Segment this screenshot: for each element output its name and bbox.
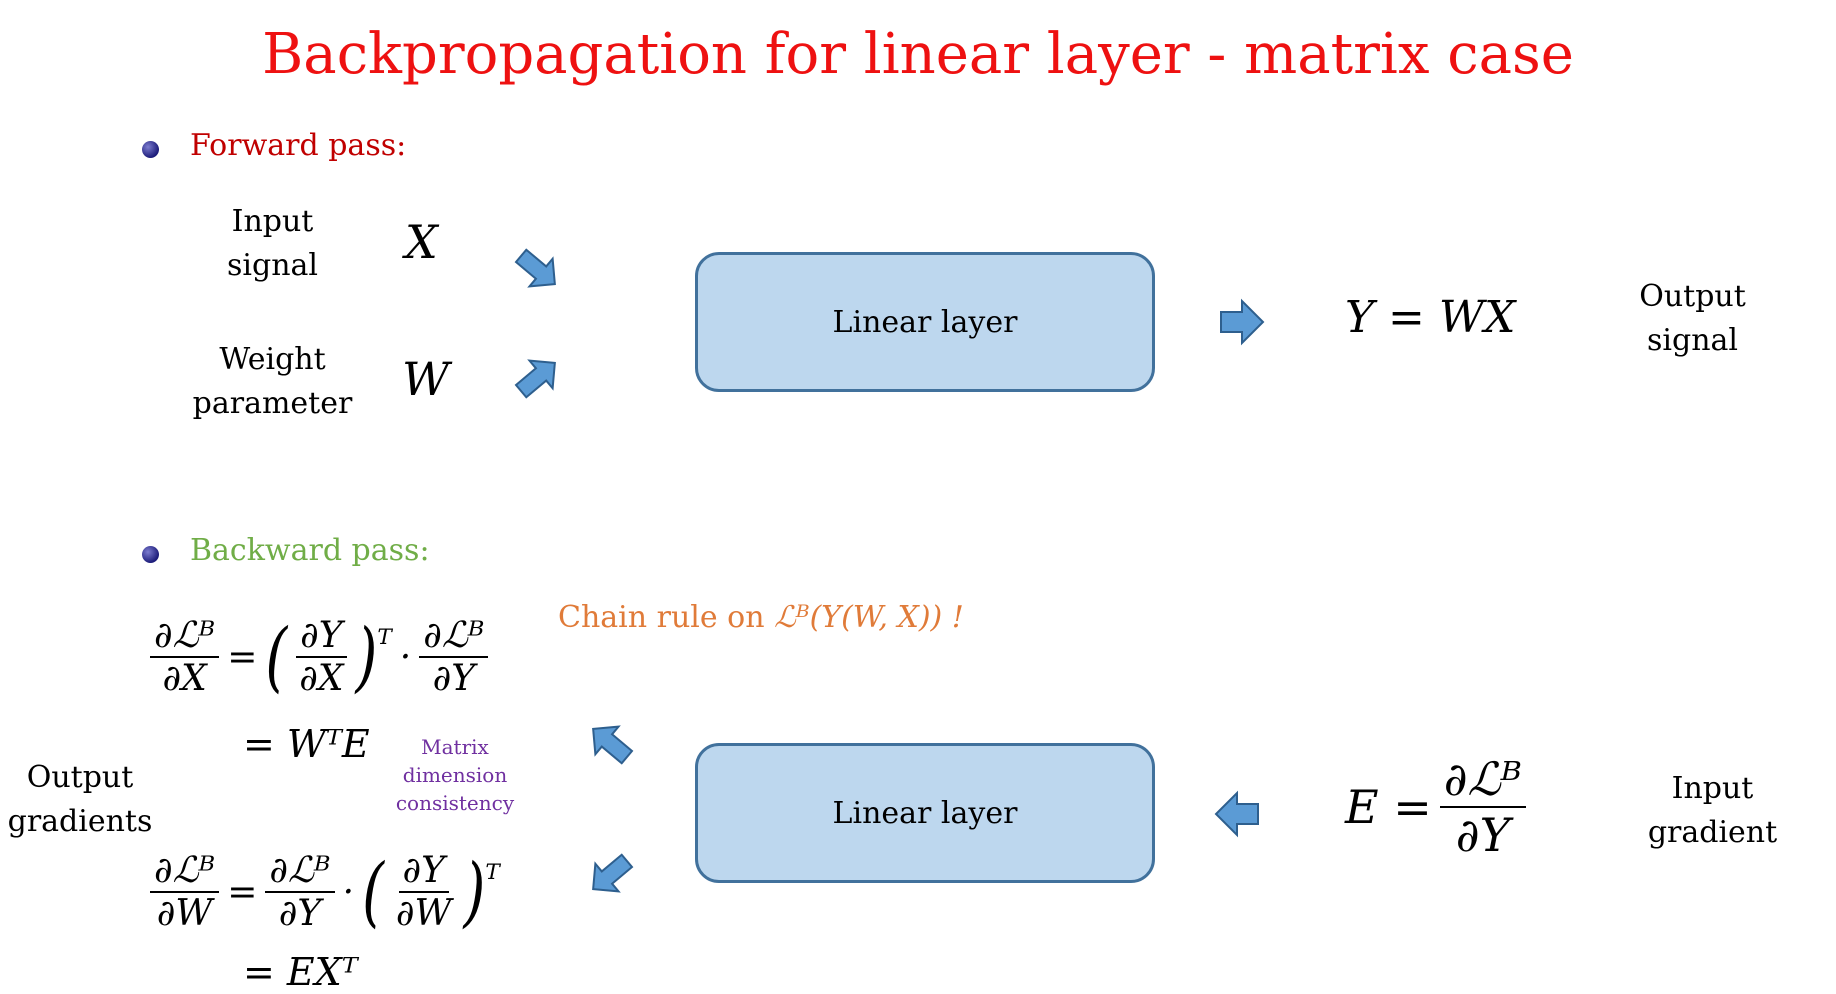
input-signal-label-line2: signal: [227, 248, 318, 283]
gradient-x-equation: ∂ℒᴮ ∂X = ( ∂Y ∂X )T · ∂ℒᴮ ∂Y: [150, 613, 489, 701]
weight-parameter-label-line1: Weight: [219, 342, 326, 377]
weight-parameter-label-line2: parameter: [192, 386, 353, 421]
input-gradient-lhs: E =: [1345, 780, 1432, 834]
output-gradients-label-line2: gradients: [7, 804, 153, 839]
slide-title: Backpropagation for linear layer - matri…: [262, 22, 1574, 87]
gradient-x-arrow-icon: [592, 725, 634, 765]
gradient-x-result: = WᵀE: [243, 722, 370, 766]
output-signal-label: Output signal: [1605, 275, 1780, 363]
input-gradient-label: Input gradient: [1625, 767, 1800, 855]
input-gradient-arrow-icon: [1214, 790, 1259, 838]
gradient-w-result: = EXᵀ: [243, 950, 358, 994]
gradient-w-equation: ∂ℒᴮ ∂W = ∂ℒᴮ ∂Y · ( ∂Y ∂W )T: [150, 848, 500, 936]
input-gradient-equation: E = ∂ℒᴮ ∂Y: [1345, 752, 1526, 862]
forward-bullet: [142, 141, 159, 158]
output-arrow-icon: [1220, 298, 1265, 346]
weight-arrow-icon: [514, 359, 556, 399]
output-equation: Y = WX: [1345, 292, 1516, 343]
backward-linear-layer-box: Linear layer: [695, 743, 1155, 883]
weight-parameter-label: Weight parameter: [180, 338, 365, 426]
note-line3: consistency: [395, 791, 515, 815]
forward-linear-layer-box: Linear layer: [695, 252, 1155, 392]
chain-rule-expression: ℒᴮ(Y(W, X)) !: [774, 600, 964, 635]
input-gradient-label-line1: Input: [1671, 771, 1754, 806]
eq2-lhs-fraction: ∂ℒᴮ ∂W: [150, 850, 220, 934]
chain-rule-note: Chain rule on ℒᴮ(Y(W, X)) !: [558, 600, 964, 635]
note-line1: Matrix: [421, 735, 489, 759]
eq1-rhs-a-fraction: ∂Y ∂X: [295, 615, 347, 699]
output-gradients-label-line1: Output: [26, 760, 134, 795]
note-line2: dimension: [402, 763, 508, 787]
backward-heading: Backward pass:: [190, 533, 430, 568]
eq1-lhs-fraction: ∂ℒᴮ ∂X: [150, 615, 220, 699]
eq1-rhs-b-fraction: ∂ℒᴮ ∂Y: [419, 615, 489, 699]
weight-variable: W: [402, 352, 450, 406]
input-gradient-label-line2: gradient: [1647, 815, 1778, 850]
chain-rule-prefix: Chain rule on: [558, 600, 775, 635]
input-gradient-fraction: ∂ℒᴮ ∂Y: [1439, 752, 1526, 862]
input-signal-label: Input signal: [190, 200, 355, 288]
eq2-rhs-b-fraction: ∂Y ∂W: [395, 850, 452, 934]
gradient-w-arrow-icon: [592, 853, 634, 893]
output-signal-label-line2: signal: [1647, 323, 1738, 358]
input-arrow-icon: [514, 248, 556, 288]
output-gradients-label: Output gradients: [0, 756, 160, 844]
eq2-rhs-a-fraction: ∂ℒᴮ ∂Y: [265, 850, 335, 934]
backward-bullet: [142, 546, 159, 563]
matrix-dimension-note: Matrix dimension consistency: [385, 733, 525, 817]
output-signal-label-line1: Output: [1639, 279, 1746, 314]
input-variable: X: [405, 215, 438, 269]
forward-heading: Forward pass:: [190, 128, 407, 163]
input-signal-label-line1: Input: [231, 204, 314, 239]
